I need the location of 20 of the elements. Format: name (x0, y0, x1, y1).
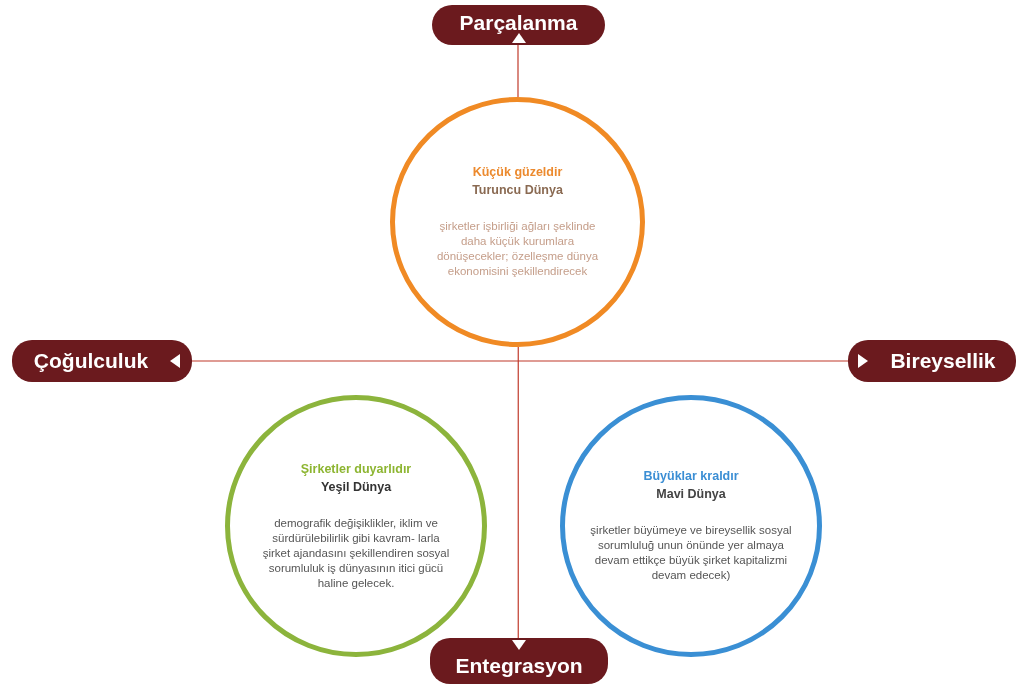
connector-line (191, 360, 849, 362)
axis-label: Çoğulculuk (33, 349, 149, 373)
circle-text: demografik değişiklikler, iklim ve sürdürülebilirlik gibi kavram- larla şirket ajandasını şekillendiren sosyal sorumluluk iş dünyasının itici gücü haline gelecek. (261, 515, 451, 591)
axis-label: Parçalanma (459, 11, 578, 35)
circle-text: şirketler işbirliği ağları şeklinde daha küçük kurumlara dönüşecekler; özelleşme dünya ekonomisini şekillendirecek (435, 219, 600, 279)
axis-pill (12, 340, 192, 382)
circle-text: şirketler büyümeye ve bireysellik sosyal sorumluluğ unun önünde yer almaya devam ettikçe büyük şirket kapitalizmi devam edecek) (589, 523, 793, 583)
axis-label: Bireysellik (890, 349, 996, 373)
circle-subtitle: Yeşil Dünya (320, 479, 392, 494)
connector-line (517, 346, 519, 639)
axis-pill (432, 5, 605, 45)
axis-pill (430, 638, 608, 684)
axis-label: Entegrasyon (455, 654, 583, 678)
circle-heading: Büyüklar kraldır (643, 469, 739, 483)
axis-pill (848, 340, 1016, 382)
circle-heading: Şirketler duyarlıdır (300, 461, 412, 476)
circle-heading: Küçük güzeldir (472, 165, 563, 179)
circle-subtitle: Turuncu Dünya (472, 183, 563, 197)
circle-subtitle: Mavi Dünya (656, 487, 726, 501)
connector-line (517, 44, 519, 98)
